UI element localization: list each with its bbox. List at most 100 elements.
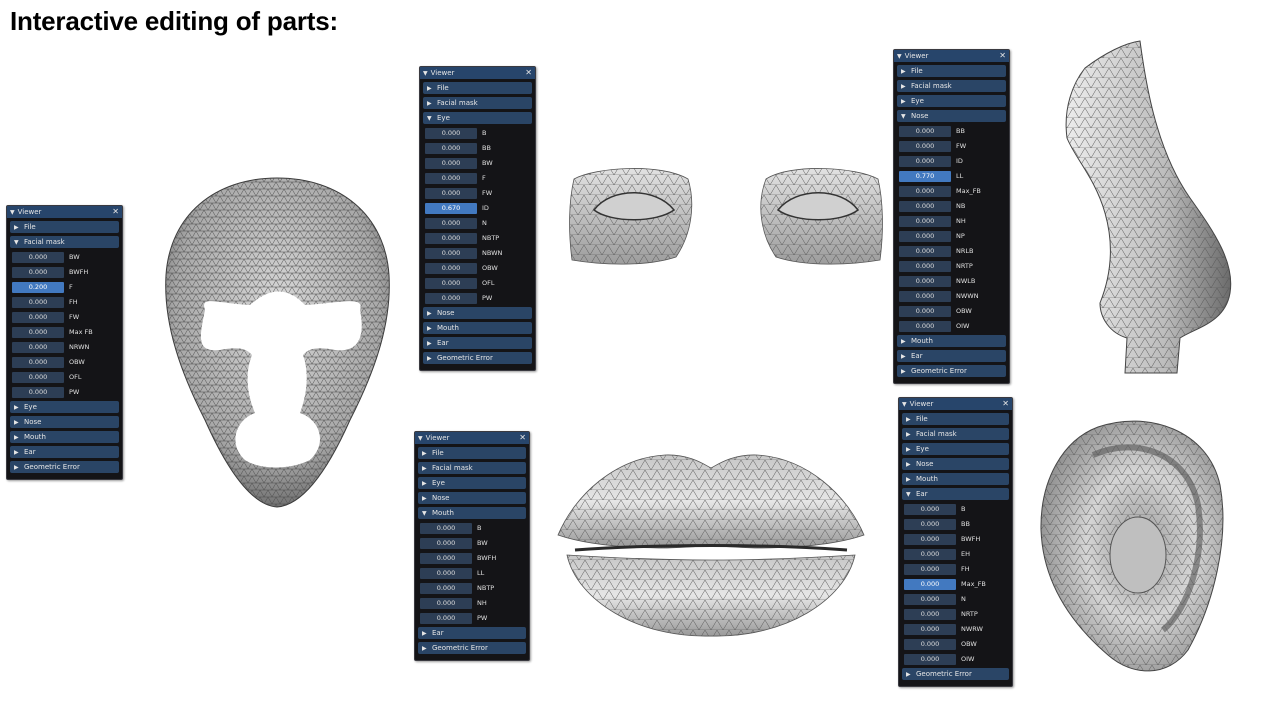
viewer-titlebar[interactable]: ▼Viewer✕ (415, 432, 529, 444)
param-slider-bw[interactable]: 0.000 (12, 251, 64, 263)
param-slider-pw[interactable]: 0.000 (425, 292, 477, 304)
section-header-geometric-error[interactable]: ▶Geometric Error (902, 668, 1009, 680)
section-header-nose[interactable]: ▶Nose (418, 492, 526, 504)
viewer-titlebar[interactable]: ▼Viewer✕ (420, 67, 535, 79)
param-slider-bb[interactable]: 0.000 (904, 518, 956, 530)
param-slider-np[interactable]: 0.000 (899, 230, 951, 242)
section-header-file[interactable]: ▶File (902, 413, 1009, 425)
section-header-facial-mask[interactable]: ▶Facial mask (897, 80, 1006, 92)
section-header-eye[interactable]: ▶Eye (10, 401, 119, 413)
viewer-titlebar[interactable]: ▼Viewer✕ (894, 50, 1009, 62)
param-slider-b[interactable]: 0.000 (420, 522, 472, 534)
param-slider-n[interactable]: 0.000 (904, 593, 956, 605)
param-slider-ll[interactable]: 0.000 (420, 567, 472, 579)
section-header-geometric-error[interactable]: ▶Geometric Error (418, 642, 526, 654)
param-slider-pw[interactable]: 0.000 (12, 386, 64, 398)
section-header-mouth[interactable]: ▶Mouth (423, 322, 532, 334)
section-header-facial-mask[interactable]: ▼Facial mask (10, 236, 119, 248)
section-header-nose[interactable]: ▶Nose (423, 307, 532, 319)
param-slider-b[interactable]: 0.000 (904, 503, 956, 515)
param-slider-fh[interactable]: 0.000 (12, 296, 64, 308)
close-icon[interactable]: ✕ (112, 207, 119, 216)
section-header-geometric-error[interactable]: ▶Geometric Error (10, 461, 119, 473)
section-header-ear[interactable]: ▼Ear (902, 488, 1009, 500)
param-slider-bwfh[interactable]: 0.000 (420, 552, 472, 564)
collapse-arrow-icon[interactable]: ▼ (418, 434, 423, 442)
param-slider-ofl[interactable]: 0.000 (425, 277, 477, 289)
param-slider-max-fb[interactable]: 0.000 (899, 185, 951, 197)
section-header-nose[interactable]: ▶Nose (10, 416, 119, 428)
collapse-arrow-icon[interactable]: ▼ (902, 400, 907, 408)
param-slider-nh[interactable]: 0.000 (899, 215, 951, 227)
param-slider-b[interactable]: 0.000 (425, 127, 477, 139)
section-header-facial-mask[interactable]: ▶Facial mask (423, 97, 532, 109)
close-icon[interactable]: ✕ (999, 51, 1006, 60)
viewer-panel-ear[interactable]: ▼Viewer✕ ▶File ▶Facial mask ▶Eye ▶Nose ▶Mouth… (898, 397, 1013, 687)
section-header-file[interactable]: ▶File (418, 447, 526, 459)
close-icon[interactable]: ✕ (519, 433, 526, 442)
close-icon[interactable]: ✕ (525, 68, 532, 77)
param-slider-nrwn[interactable]: 0.000 (12, 341, 64, 353)
section-header-ear[interactable]: ▶Ear (418, 627, 526, 639)
section-header-mouth[interactable]: ▼Mouth (418, 507, 526, 519)
param-slider-nwwn[interactable]: 0.000 (899, 290, 951, 302)
param-slider-max-fb[interactable]: 0.000 (12, 326, 64, 338)
param-slider-pw[interactable]: 0.000 (420, 612, 472, 624)
param-slider-nrtp[interactable]: 0.000 (904, 608, 956, 620)
section-header-facial-mask[interactable]: ▶Facial mask (902, 428, 1009, 440)
section-header-facial-mask[interactable]: ▶Facial mask (418, 462, 526, 474)
close-icon[interactable]: ✕ (1002, 399, 1009, 408)
section-header-file[interactable]: ▶File (10, 221, 119, 233)
param-slider-ll[interactable]: 0.770 (899, 170, 951, 182)
param-slider-bwfh[interactable]: 0.000 (904, 533, 956, 545)
param-slider-nbtp[interactable]: 0.000 (425, 232, 477, 244)
param-slider-max-fb[interactable]: 0.000 (904, 578, 956, 590)
section-header-nose[interactable]: ▼Nose (897, 110, 1006, 122)
param-slider-fw[interactable]: 0.000 (12, 311, 64, 323)
section-header-nose[interactable]: ▶Nose (902, 458, 1009, 470)
param-slider-id[interactable]: 0.000 (899, 155, 951, 167)
param-slider-obw[interactable]: 0.000 (899, 305, 951, 317)
param-slider-bw[interactable]: 0.000 (420, 537, 472, 549)
section-header-ear[interactable]: ▶Ear (423, 337, 532, 349)
section-header-file[interactable]: ▶File (423, 82, 532, 94)
section-header-geometric-error[interactable]: ▶Geometric Error (897, 365, 1006, 377)
param-slider-oiw[interactable]: 0.000 (899, 320, 951, 332)
section-header-eye[interactable]: ▶Eye (897, 95, 1006, 107)
param-slider-obw[interactable]: 0.000 (425, 262, 477, 274)
section-header-mouth[interactable]: ▶Mouth (902, 473, 1009, 485)
param-slider-bb[interactable]: 0.000 (899, 125, 951, 137)
section-header-geometric-error[interactable]: ▶Geometric Error (423, 352, 532, 364)
param-slider-nrlb[interactable]: 0.000 (899, 245, 951, 257)
param-slider-bw[interactable]: 0.000 (425, 157, 477, 169)
param-slider-nbwn[interactable]: 0.000 (425, 247, 477, 259)
section-header-ear[interactable]: ▶Ear (897, 350, 1006, 362)
param-slider-ofl[interactable]: 0.000 (12, 371, 64, 383)
param-slider-f[interactable]: 0.000 (425, 172, 477, 184)
param-slider-fh[interactable]: 0.000 (904, 563, 956, 575)
param-slider-n[interactable]: 0.000 (425, 217, 477, 229)
param-slider-bb[interactable]: 0.000 (425, 142, 477, 154)
section-header-file[interactable]: ▶File (897, 65, 1006, 77)
param-slider-nh[interactable]: 0.000 (420, 597, 472, 609)
collapse-arrow-icon[interactable]: ▼ (10, 208, 15, 216)
param-slider-fw[interactable]: 0.000 (425, 187, 477, 199)
section-header-eye[interactable]: ▶Eye (902, 443, 1009, 455)
section-header-ear[interactable]: ▶Ear (10, 446, 119, 458)
param-slider-oiw[interactable]: 0.000 (904, 653, 956, 665)
param-slider-nrtp[interactable]: 0.000 (899, 260, 951, 272)
section-header-mouth[interactable]: ▶Mouth (10, 431, 119, 443)
param-slider-obw[interactable]: 0.000 (12, 356, 64, 368)
viewer-titlebar[interactable]: ▼Viewer✕ (899, 398, 1012, 410)
section-header-eye[interactable]: ▶Eye (418, 477, 526, 489)
param-slider-bwfh[interactable]: 0.000 (12, 266, 64, 278)
collapse-arrow-icon[interactable]: ▼ (423, 69, 428, 77)
collapse-arrow-icon[interactable]: ▼ (897, 52, 902, 60)
param-slider-nbtp[interactable]: 0.000 (420, 582, 472, 594)
viewer-panel-mouth[interactable]: ▼Viewer✕ ▶File ▶Facial mask ▶Eye ▶Nose ▼Mouth… (414, 431, 530, 661)
param-slider-id[interactable]: 0.670 (425, 202, 477, 214)
param-slider-obw[interactable]: 0.000 (904, 638, 956, 650)
section-header-mouth[interactable]: ▶Mouth (897, 335, 1006, 347)
